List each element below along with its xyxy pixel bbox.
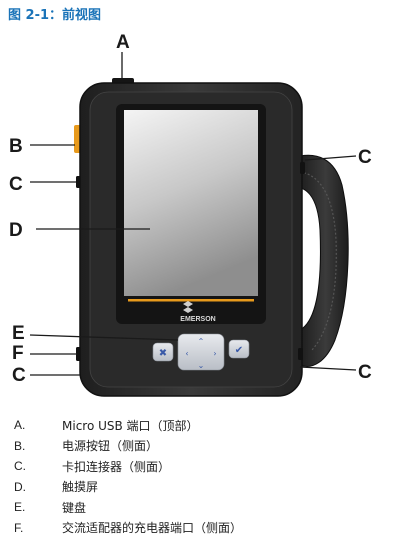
legend-row: C. 卡扣连接器（侧面） [14,456,394,477]
legend-text: 交流适配器的充电器端口（侧面） [62,521,243,536]
confirm-key [228,339,250,359]
arrow-up-icon: ⌃ [198,337,205,346]
legend-row: E. 键盘 [14,497,394,518]
brand-name: EMERSON [180,316,215,323]
hand-strap [291,154,349,367]
legend-row: F. 交流适配器的充电器端口（侧面） [14,518,394,539]
legend: A. Micro USB 端口（顶部） B. 电源按钮（侧面） C. 卡扣连接器… [14,415,394,538]
callout-a: A [116,32,130,53]
callout-e: E [12,323,25,344]
arrow-left-icon: ‹ [185,349,188,358]
arrow-right-icon: › [213,349,216,358]
callout-b: B [9,136,23,157]
check-icon: ✔ [235,345,243,356]
legend-row: B. 电源按钮（侧面） [14,436,394,457]
legend-text: 触摸屏 [62,480,99,495]
latch-connector-bottom [298,348,303,360]
latch-connector-top [300,162,305,174]
touchscreen [124,110,258,296]
accent-strip [128,299,254,302]
legend-key: F. [14,520,24,535]
legend-row: A. Micro USB 端口（顶部） [14,415,394,436]
keypad: ✖ ⌃ ⌄ ‹ › ✔ [152,333,250,371]
callout-c-left: C [9,174,23,195]
legend-text: 键盘 [62,500,87,515]
direction-pad [177,333,225,371]
arrow-down-icon: ⌄ [198,361,205,370]
legend-text: 卡扣连接器（侧面） [62,459,171,474]
legend-key: B. [14,438,26,453]
callout-c-bottom-left: C [12,365,26,386]
cancel-key [152,342,174,362]
legend-key: C. [14,459,26,474]
callout-c-right-bottom: C [358,362,372,383]
x-icon: ✖ [159,348,167,359]
callout-c-right-top: C [358,147,372,168]
callout-d: D [9,220,23,241]
legend-text: Micro USB 端口（顶部） [62,418,199,433]
emerson-logo: EMERSON [180,301,216,323]
callout-f: F [12,343,24,364]
legend-text: 电源按钮（侧面） [62,439,159,454]
leader-lines [29,52,357,376]
legend-row: D. 触摸屏 [14,477,394,498]
figure-title: 图 2-1：前视图 [8,8,102,23]
legend-key: E. [14,500,26,515]
legend-key: D. [14,479,26,494]
legend-key: A. [14,418,26,433]
